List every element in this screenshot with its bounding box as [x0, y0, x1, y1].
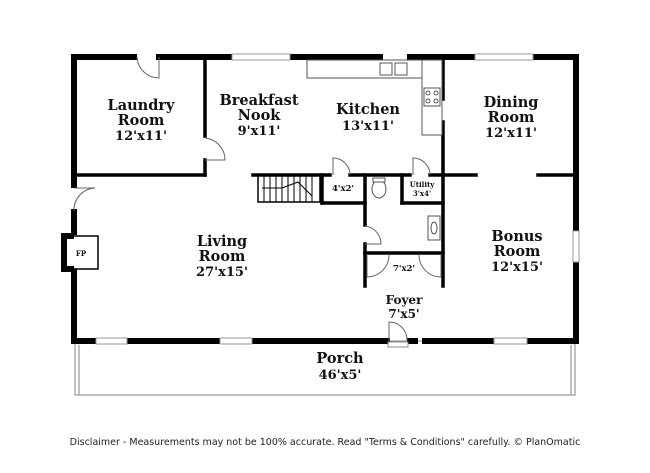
utility-name: Utility [410, 180, 436, 189]
laundry-room-name-1: Laundry [108, 97, 175, 114]
stairs [257, 174, 321, 203]
living-room-name-1: Living [197, 233, 247, 250]
kitchen-counters [306, 59, 443, 136]
closet-4x2-dim: 4'x2' [332, 184, 354, 194]
living-room-dim: 27'x15' [196, 265, 248, 280]
disclaimer-text: Disclaimer - Measurements may not be 100… [69, 437, 581, 448]
kitchen-name: Kitchen [336, 101, 400, 118]
porch-label: Porch 46'x5' [316, 350, 364, 383]
breakfast-nook-dim: 9'x11' [238, 124, 281, 139]
bonus-room-dim: 12'x15' [491, 260, 543, 275]
laundry-room-name-2: Room [118, 112, 165, 129]
windows [95, 53, 580, 345]
dining-room-name-1: Dining [484, 94, 539, 111]
foyer-dim: 7'x5' [388, 307, 419, 321]
exterior-walls [71, 54, 579, 344]
fireplace: FP [61, 233, 99, 272]
laundry-room-label: Laundry Room 12'x11' [108, 97, 175, 144]
bonus-room-name-2: Room [494, 243, 541, 260]
bonus-room-label: Bonus Room 12'x15' [491, 228, 543, 275]
foyer-label: Foyer 7'x5' [386, 293, 423, 321]
dining-room-dim: 12'x11' [485, 126, 537, 141]
dining-room-label: Dining Room 12'x11' [484, 94, 539, 141]
fixtures [371, 177, 441, 241]
living-room-label: Living Room 27'x15' [196, 233, 248, 280]
foyer-name: Foyer [386, 293, 423, 307]
laundry-room-dim: 12'x11' [115, 129, 167, 144]
kitchen-dim: 13'x11' [342, 119, 394, 134]
dining-room-name-2: Room [488, 109, 535, 126]
closet-7x2-dim: 7'x2' [393, 264, 415, 274]
utility-dim: 3'x4' [413, 189, 431, 198]
porch-name: Porch [316, 350, 364, 367]
living-room-name-2: Room [199, 248, 246, 265]
kitchen-label: Kitchen 13'x11' [336, 101, 400, 134]
bonus-room-name-1: Bonus [491, 228, 542, 245]
fireplace-label: FP [76, 249, 87, 258]
breakfast-nook-name-2: Nook [238, 107, 282, 124]
porch-steps [387, 341, 409, 348]
breakfast-nook-name-1: Breakfast [219, 92, 298, 109]
breakfast-nook-label: Breakfast Nook 9'x11' [219, 92, 298, 139]
doors [73, 56, 442, 342]
porch-dim: 46'x5' [319, 368, 362, 383]
